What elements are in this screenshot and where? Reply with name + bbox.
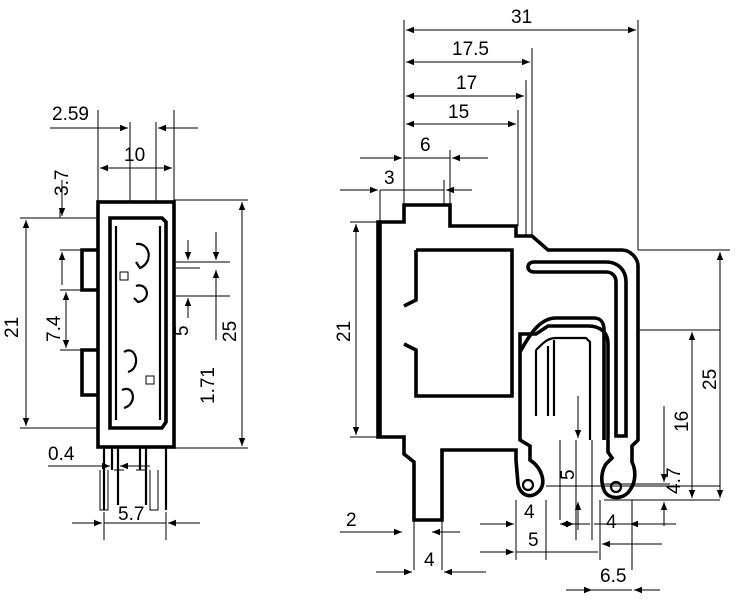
- dim-2-59: 2.59: [52, 104, 89, 125]
- right-inner-cavity: [403, 248, 514, 398]
- right-lead-lower-inner: [534, 336, 592, 440]
- left-pin-tips: [99, 469, 159, 511]
- right-view: 31 17.5 17 15 6 3 21 25 16 4.7: [334, 7, 730, 594]
- dim-5-left: 5: [172, 325, 193, 336]
- left-inner-wall: [114, 226, 162, 420]
- left-inner-cavity: [108, 216, 168, 430]
- left-contact-top: [135, 242, 150, 270]
- dim-31: 31: [511, 7, 532, 28]
- left-view: 2.59 10 3.7 21 7.4 5 1.71 25 0.4: [2, 104, 248, 540]
- dim-2: 2: [346, 510, 357, 531]
- dim-4-c: 4: [424, 550, 435, 571]
- left-contact-mid: [133, 284, 148, 304]
- dim-4-b: 4: [606, 512, 617, 533]
- right-body-outline: [376, 203, 640, 522]
- dim-5-b: 5: [528, 530, 539, 551]
- dim-0-4: 0.4: [48, 444, 75, 465]
- left-contact-low: [123, 349, 138, 374]
- dim-3-7: 3.7: [52, 170, 73, 196]
- dim-1-71: 1.71: [198, 367, 219, 404]
- left-side-tab-bottom: [80, 348, 98, 397]
- dim-4-7: 4.7: [664, 468, 685, 494]
- dim-16: 16: [672, 411, 693, 432]
- left-contact-square-a: [119, 271, 129, 281]
- dim-3: 3: [384, 168, 395, 189]
- dim-6: 6: [420, 135, 431, 156]
- right-extension-lines: [350, 20, 730, 570]
- left-contact-bottom: [121, 387, 134, 410]
- dim-5-7: 5.7: [118, 504, 144, 525]
- dim-21-left: 21: [2, 317, 23, 338]
- dim-17: 17: [456, 73, 477, 94]
- dim-15: 15: [448, 102, 469, 123]
- left-body-outline: [96, 200, 176, 449]
- dim-25-left: 25: [220, 321, 241, 342]
- left-contact-square-b: [145, 375, 155, 385]
- right-pin-hole-a: [521, 478, 535, 492]
- dim-17-5: 17.5: [452, 39, 489, 60]
- right-lead-upper: [526, 260, 628, 438]
- right-pin-hole-b: [609, 480, 623, 494]
- dim-21-right: 21: [334, 321, 355, 342]
- dim-25-right: 25: [700, 369, 721, 390]
- left-side-tab-top: [80, 248, 98, 292]
- dim-5-vertical: 5: [558, 469, 579, 480]
- dim-6-5: 6.5: [600, 566, 626, 587]
- right-lead-mid: [546, 340, 556, 416]
- left-pins: [102, 447, 168, 510]
- dim-10: 10: [124, 145, 145, 166]
- dim-7-4: 7.4: [44, 315, 65, 342]
- dim-4-a: 4: [524, 502, 535, 523]
- right-lead-lower: [518, 316, 606, 440]
